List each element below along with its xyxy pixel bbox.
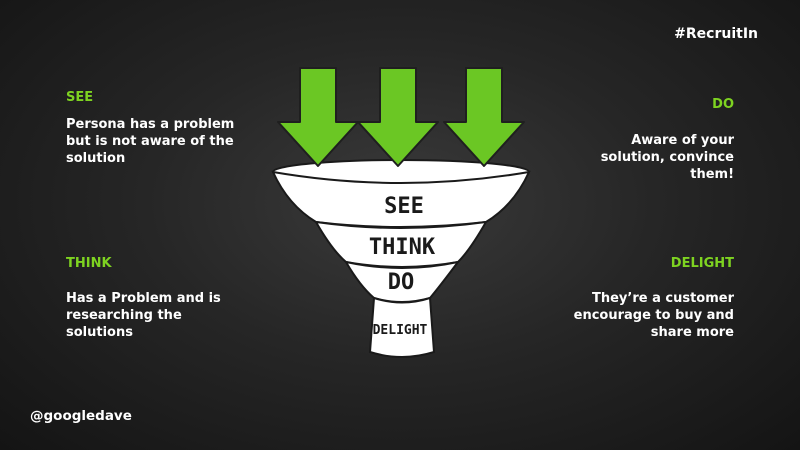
- down-arrow-icon: [277, 67, 359, 167]
- funnel-icon: [271, 159, 531, 358]
- funnel-band-delight: [368, 296, 436, 358]
- funnel-text-delight: DELIGHT: [373, 323, 428, 338]
- funnel-band-do: [343, 260, 461, 303]
- funnel-text-see: SEE: [384, 194, 424, 219]
- delight-label: DELIGHT: [670, 256, 734, 271]
- see-description: Persona has a problem but is not aware o…: [66, 117, 235, 166]
- hashtag: #RecruitIn: [674, 26, 758, 42]
- funnel-band-see: [271, 170, 531, 228]
- think-label: THINK: [66, 256, 112, 271]
- see-label: SEE: [66, 90, 94, 105]
- down-arrow-icon: [357, 67, 439, 167]
- funnel-text-do: DO: [388, 270, 415, 295]
- funnel-band-think: [314, 220, 488, 268]
- down-arrow-icon: [443, 67, 525, 167]
- twitter-handle: @googledave: [30, 408, 132, 424]
- do-description: Aware of your solution, convince them!: [600, 133, 734, 182]
- funnel-text-think: THINK: [369, 235, 436, 260]
- think-description: Has a Problem and is researching the sol…: [66, 291, 221, 340]
- delight-description: They’re a customer encourage to buy and …: [573, 291, 734, 340]
- do-label: DO: [712, 97, 734, 112]
